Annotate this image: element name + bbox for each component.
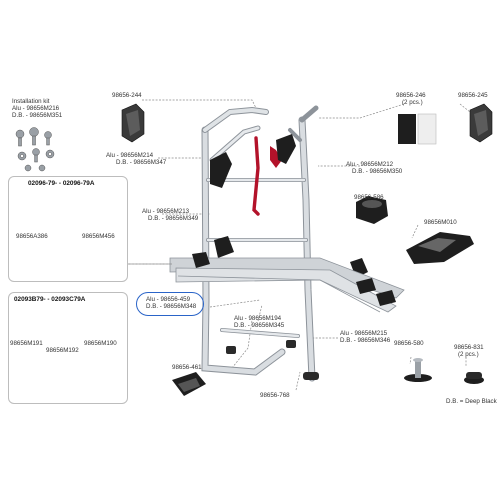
bracket-icon <box>469 103 493 143</box>
label-98656-580: 98656-580 <box>394 340 424 347</box>
label-m213-db: D.B. - 98656M349 <box>148 215 199 222</box>
label-98656-244: 98656-244 <box>112 92 142 99</box>
label-98656-586: 98656-586 <box>354 194 384 201</box>
pad-icon <box>398 113 437 145</box>
label-m213-alu: Alu - 98656M213 <box>142 208 190 215</box>
kit-b-title: 02093B79- - 02093C79A <box>14 296 86 303</box>
bracket-icon <box>121 103 145 143</box>
kit-b-part-3: 98656M190 <box>84 340 117 347</box>
foot-icon <box>226 340 319 380</box>
label-m194-alu: Alu - 98656M194 <box>234 315 282 322</box>
strap-icon <box>270 146 282 168</box>
label-m215-db: D.B. - 98656M346 <box>340 337 391 344</box>
label-m212-alu: Alu - 98656M212 <box>346 161 394 168</box>
label-m214-alu: Alu - 98656M214 <box>106 152 154 159</box>
label-98656-461: 98656-461 <box>172 364 202 371</box>
label-98656-246-qty: (2 pcs.) <box>402 99 423 106</box>
wheel-rails <box>169 252 405 313</box>
label-98656-459-alu: Alu - 98656-459 <box>146 296 191 303</box>
label-98656-768: 98656-768 <box>260 392 290 399</box>
pad-icon <box>404 358 432 382</box>
kit-a-box <box>8 176 128 282</box>
kit-b-part-2: 98656M192 <box>46 347 79 354</box>
label-98656-831: 98656-831 <box>454 344 484 351</box>
label-98656-459-db: D.B. - 98656M348 <box>146 303 197 310</box>
label-m212-db: D.B. - 98656M350 <box>352 168 403 175</box>
kit-a-title: 02096-79- - 02096-79A <box>28 180 95 187</box>
legend-deep-black: D.B. = Deep Black <box>446 398 497 405</box>
lock-icon <box>356 196 388 224</box>
wheel-holder-icon <box>406 232 474 264</box>
label-m214-db: D.B. - 98656M347 <box>116 159 167 166</box>
kit-b-box <box>8 292 128 404</box>
bracket-icon <box>172 372 206 396</box>
foot-icon <box>464 372 484 384</box>
label-98656-831-qty: (2 pcs.) <box>458 351 479 358</box>
kit-a-left-part: 98656A386 <box>16 233 48 240</box>
highlighted-part-label <box>136 292 204 316</box>
installation-kit-title: Installation kit <box>12 98 50 105</box>
leader-lines <box>128 99 481 391</box>
kit-a-right-part: 98656M456 <box>82 233 115 240</box>
label-m215-alu: Alu - 98656M215 <box>340 330 388 337</box>
label-m194-db: D.B. - 98656M345 <box>234 322 285 329</box>
installation-kit-alu: Alu - 98656M216 <box>12 105 60 112</box>
strap-icon <box>252 136 260 216</box>
kit-b-part-1: 98656M191 <box>10 340 43 347</box>
bike-rack-frame <box>201 105 319 382</box>
label-98656M010: 98656M010 <box>424 219 457 226</box>
label-98656-245: 98656-245 <box>458 92 488 99</box>
screw-kit-icon <box>15 127 55 172</box>
label-98656-246: 98656-246 <box>396 92 426 99</box>
installation-kit-db: D.B. - 98656M351 <box>12 112 63 119</box>
clamp-icon <box>210 134 368 278</box>
